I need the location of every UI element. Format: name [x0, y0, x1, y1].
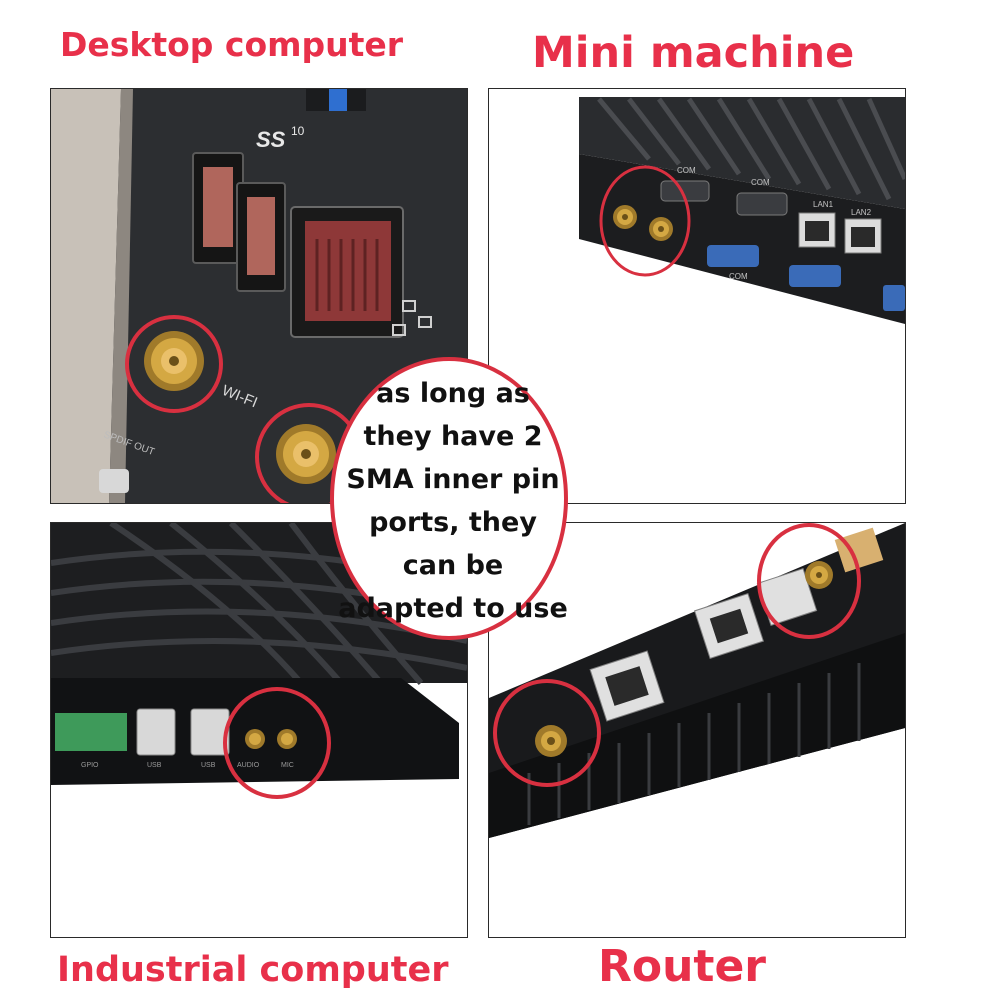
highlight-ring: [493, 679, 601, 787]
sma-connector-1: [535, 725, 567, 757]
usb-label: USB: [147, 762, 162, 769]
com-label: COM: [751, 178, 770, 187]
gpio-label: GPIO: [81, 762, 99, 769]
highlight-ring: [757, 523, 861, 639]
audio-label: AUDIO: [237, 762, 260, 769]
desktop-computer-photo: SS 10 WI-FI SPDIF OUT: [50, 88, 468, 504]
lan-label: LAN2: [851, 208, 872, 217]
router-illustration: [489, 523, 905, 937]
desktop-io-illustration: SS 10 WI-FI SPDIF OUT: [51, 89, 467, 503]
usb-logo-text: SS: [256, 127, 286, 152]
mini-machine-photo: COM COM COM LAN1 LAN2: [488, 88, 906, 504]
sma-connector-1: [245, 729, 265, 749]
label-desktop-computer: Desktop computer: [60, 25, 404, 64]
sma-connector-2: [277, 729, 297, 749]
mini-machine-illustration: COM COM COM LAN1 LAN2: [489, 89, 905, 503]
highlight-ring: [125, 315, 223, 413]
sma-connector-2: [276, 424, 336, 484]
highlight-ring: [599, 165, 691, 277]
network-icon: [392, 300, 432, 336]
callout-circle: as long as they have 2 SMA inner pin por…: [330, 357, 568, 640]
com-label: COM: [729, 272, 748, 281]
label-router: Router: [598, 941, 767, 992]
sma-connector-2: [805, 561, 833, 589]
callout-text: as long as they have 2 SMA inner pin por…: [338, 377, 568, 624]
lan-label: LAN1: [813, 200, 834, 209]
usb-logo-sup: 10: [291, 124, 305, 138]
label-industrial-computer: Industrial computer: [57, 950, 449, 990]
com-label: COM: [677, 166, 696, 175]
sma-connector-1: [144, 331, 204, 391]
mic-label: MIC: [281, 762, 294, 769]
sma-connector-1: [613, 205, 637, 229]
highlight-ring: [223, 687, 331, 799]
sma-connector-2: [649, 217, 673, 241]
router-photo: [488, 522, 906, 938]
label-mini-machine: Mini machine: [532, 28, 855, 78]
usb-label: USB: [201, 762, 216, 769]
